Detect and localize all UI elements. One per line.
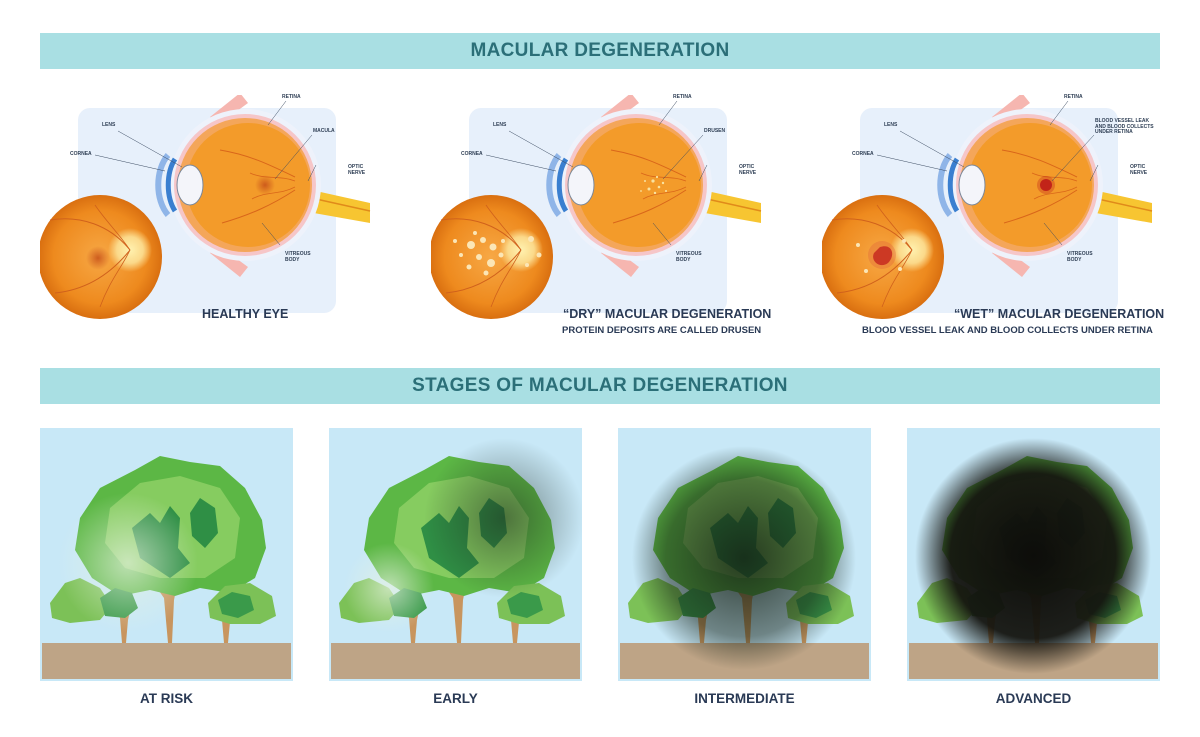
healthy-eye-illustration <box>40 95 400 335</box>
tree-illustration <box>909 438 1158 679</box>
macula-label: MACULA <box>313 128 335 134</box>
tree-illustration <box>42 456 291 679</box>
lens-label: LENS <box>884 122 898 128</box>
vitreous-body-label: VITREOUS BODY <box>285 251 311 263</box>
stage-early-panel <box>329 428 582 681</box>
optic-nerve-label: OPTIC NERVE <box>348 164 366 176</box>
drusen-label: DRUSEN <box>704 128 726 134</box>
banner-title: MACULAR DEGENERATION <box>470 40 730 61</box>
blood-leak-label: BLOOD VESSEL LEAK AND BLOOD COLLECTS UND… <box>1095 118 1154 135</box>
dry-eye-illustration <box>431 95 791 335</box>
stage-label-advanced: ADVANCED <box>995 691 1072 706</box>
healthy-eye-diagram: LENS CORNEA RETINA MACULA OPTIC NERVE VI… <box>40 94 400 335</box>
wet-eye-illustration <box>822 95 1182 335</box>
vitreous-body-label: VITREOUS BODY <box>1067 251 1093 263</box>
stage-intermediate-panel <box>618 428 871 681</box>
stage-label-intermediate: INTERMEDIATE <box>694 691 795 706</box>
wet-subcaption: BLOOD VESSEL LEAK AND BLOOD COLLECTS UND… <box>862 325 1153 336</box>
retina-label: RETINA <box>1064 94 1083 100</box>
tree-illustration <box>620 446 869 679</box>
stages-title: STAGES OF MACULAR DEGENERATION <box>412 375 788 396</box>
stages-banner: STAGES OF MACULAR DEGENERATION <box>40 368 1160 404</box>
dry-caption: “DRY” MACULAR DEGENERATION <box>563 307 772 321</box>
optic-nerve-label: OPTIC NERVE <box>1130 164 1148 176</box>
stage-label-at-risk: AT RISK <box>140 691 193 706</box>
stage-label-early: EARLY <box>433 691 478 706</box>
retina-label: RETINA <box>673 94 692 100</box>
healthy-eye-caption: HEALTHY EYE <box>202 307 289 321</box>
dry-eye-diagram: LENS CORNEA RETINA DRUSEN OPTIC NERVE VI… <box>431 94 791 335</box>
cornea-label: CORNEA <box>852 151 874 157</box>
cornea-label: CORNEA <box>461 151 483 157</box>
lens-label: LENS <box>493 122 507 128</box>
tree-illustration <box>331 438 582 679</box>
stage-at-risk-panel <box>40 428 293 681</box>
vitreous-body-label: VITREOUS BODY <box>676 251 702 263</box>
retina-label: RETINA <box>282 94 301 100</box>
stage-advanced-panel <box>907 428 1160 681</box>
dry-subcaption: PROTEIN DEPOSITS ARE CALLED DRUSEN <box>562 325 762 336</box>
wet-eye-diagram: LENS CORNEA RETINA BLOOD VESSEL LEAK AND… <box>822 94 1182 335</box>
lens-label: LENS <box>102 122 116 128</box>
cornea-label: CORNEA <box>70 151 92 157</box>
macular-degeneration-banner: MACULAR DEGENERATION <box>40 33 1160 69</box>
optic-nerve-label: OPTIC NERVE <box>739 164 757 176</box>
wet-caption: “WET” MACULAR DEGENERATION <box>954 307 1165 321</box>
